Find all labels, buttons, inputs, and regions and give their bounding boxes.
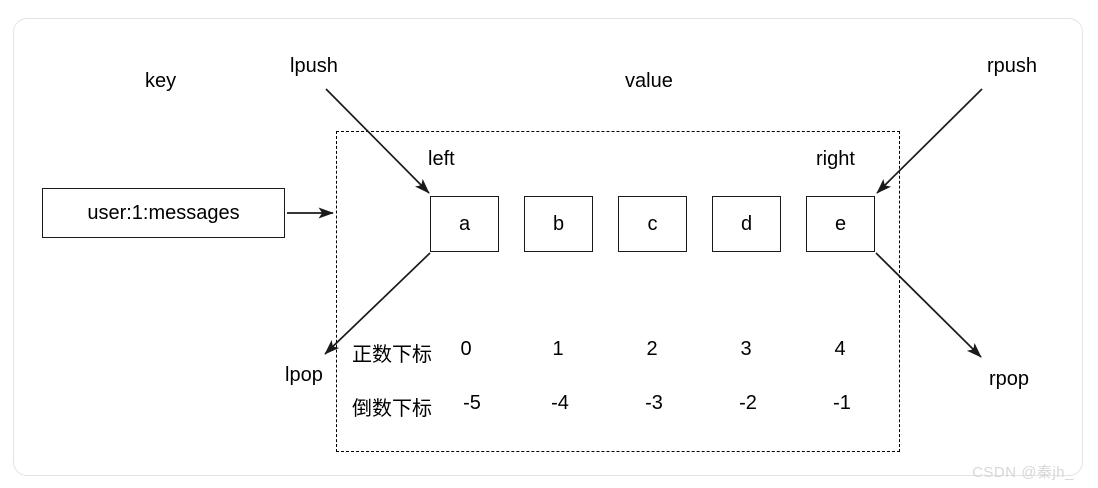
negative-index-row-label: 倒数下标 — [352, 398, 432, 420]
negative-index-3: -2 — [739, 392, 757, 414]
rpop-label: rpop — [989, 368, 1030, 390]
positive-index-1: 1 — [552, 338, 564, 360]
value-label: value — [625, 70, 673, 92]
negative-index-1: -4 — [551, 392, 569, 414]
key-box: user:1:messages — [42, 188, 285, 238]
negative-index-4: -1 — [833, 392, 851, 414]
key-label: key — [145, 70, 177, 92]
list-cell-3: d — [712, 196, 781, 252]
lpop-label: lpop — [285, 364, 323, 386]
positive-index-4: 4 — [834, 338, 846, 360]
list-cell-2: c — [618, 196, 687, 252]
positive-index-2: 2 — [646, 338, 658, 360]
rpush-label: rpush — [987, 55, 1038, 77]
positive-index-0: 0 — [460, 338, 472, 360]
list-cell-4: e — [806, 196, 875, 252]
negative-index-2: -3 — [645, 392, 663, 414]
list-cell-1: b — [524, 196, 593, 252]
lpush-label: lpush — [290, 55, 338, 77]
positive-index-3: 3 — [740, 338, 752, 360]
csdn-watermark: CSDN @秦jh_ — [972, 464, 1074, 481]
list-cell-0: a — [430, 196, 499, 252]
left-end-label: left — [428, 148, 455, 170]
positive-index-row-label: 正数下标 — [352, 344, 432, 366]
right-end-label: right — [816, 148, 855, 170]
negative-index-0: -5 — [463, 392, 481, 414]
